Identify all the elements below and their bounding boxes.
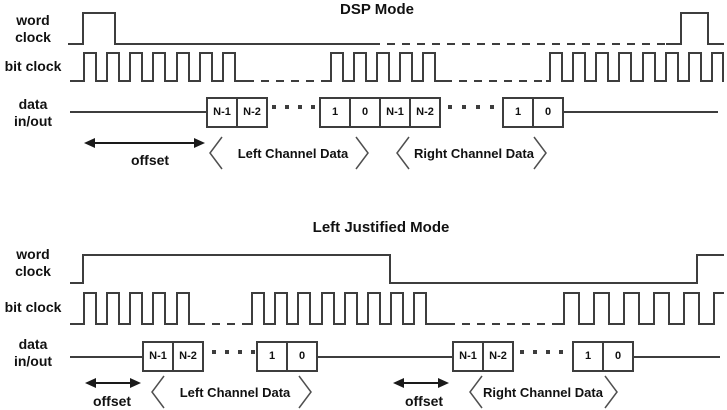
- lj-ellipsis-dot: [559, 350, 563, 354]
- lj-data-bit-box: 0: [298, 350, 306, 362]
- lj-bit-clock-label: bit clock: [2, 299, 64, 316]
- dsp-data-bit-box: N-2: [243, 106, 261, 118]
- dsp-offset-label: offset: [130, 152, 170, 168]
- lj-ellipsis-dot: [225, 350, 229, 354]
- dsp-word-clock-label-line2: clock: [15, 29, 51, 45]
- dsp-mode-title: DSP Mode: [340, 1, 414, 18]
- dsp-word-clock-label-line1: word: [16, 12, 50, 28]
- dsp-ellipsis-dot: [272, 105, 276, 109]
- lj-bit-clock-wave: [70, 292, 197, 325]
- lj-ellipsis-dot: [238, 350, 242, 354]
- dsp-ellipsis-dot: [298, 105, 302, 109]
- lj-data-bit-box: N-1: [149, 350, 167, 362]
- lj-channel-bracket-left: [151, 375, 165, 409]
- dsp-data-label-line2: in/out: [13, 113, 53, 129]
- dsp-ellipsis-dot: [311, 105, 315, 109]
- dsp-data-bit-box: N-1: [213, 106, 231, 118]
- lj-bit-clock-wave2: [249, 292, 447, 325]
- dsp-bit-clock-wave2: [327, 52, 444, 82]
- lj-ellipsis-dot: [533, 350, 537, 354]
- lj-channel-bracket-right: [604, 375, 618, 409]
- dsp-left-channel-label: Left Channel Data: [237, 146, 349, 161]
- lj-left-channel-label: Left Channel Data: [179, 385, 291, 400]
- lj-right-channel-label: Right Channel Data: [483, 385, 603, 400]
- dsp-ellipsis-dot: [490, 105, 494, 109]
- lj-data-bit-box: N-2: [179, 350, 197, 362]
- dsp-data-bit-box-outline: [236, 97, 268, 128]
- dsp-channel-bracket-right: [355, 136, 369, 170]
- dsp-bit-clock-wave3: [546, 52, 724, 82]
- lj-data-bit-box-outline: [286, 341, 318, 372]
- lj-offset-arrowhead-left: [393, 378, 404, 388]
- dsp-data-bit-box: N-2: [416, 106, 434, 118]
- dsp-bit-clock-label-text: bit clock: [4, 58, 62, 74]
- dsp-ellipsis-dot: [476, 105, 480, 109]
- lj-ellipsis-dot: [520, 350, 524, 354]
- dsp-data-bit-box: N-1: [386, 106, 404, 118]
- lj-bit-clock-label-text: bit clock: [4, 299, 62, 315]
- lj-data-label-line1: data: [18, 336, 48, 352]
- dsp-channel-bracket-left: [396, 136, 410, 170]
- dsp-word-clock-wave: [68, 12, 372, 45]
- left-justified-mode-title: Left Justified Mode: [312, 219, 450, 236]
- lj-ellipsis-dot: [251, 350, 255, 354]
- dsp-data-inout-label: data in/out: [2, 96, 64, 130]
- lj-channel-bracket-left: [469, 375, 483, 409]
- lj-data-bit-box: N-2: [489, 350, 507, 362]
- dsp-word-clock-wave-end: [666, 12, 724, 45]
- dsp-data-label-line1: data: [18, 96, 48, 112]
- dsp-channel-bracket-left: [209, 136, 223, 170]
- lj-data-bit-box-outline: [482, 341, 514, 372]
- lj-offset-label-left: offset: [92, 393, 132, 409]
- lj-word-clock-label-line2: clock: [15, 263, 51, 279]
- dsp-ellipsis-dot: [448, 105, 452, 109]
- lj-data-bit-box-outline: [602, 341, 634, 372]
- lj-offset-arrowhead-right: [130, 378, 141, 388]
- lj-word-clock-label-line1: word: [16, 246, 50, 262]
- lj-data-bit-box: 0: [614, 350, 622, 362]
- lj-offset-label-right: offset: [404, 393, 444, 409]
- dsp-offset-arrowhead-right: [194, 138, 205, 148]
- dsp-data-bit-box: 0: [361, 106, 369, 118]
- lj-data-inout-label: data in/out: [2, 336, 64, 370]
- dsp-data-bit-box-outline: [409, 97, 441, 128]
- lj-data-bit-box: 1: [584, 350, 592, 362]
- dsp-offset-arrowhead-left: [84, 138, 95, 148]
- dsp-ellipsis-dot: [462, 105, 466, 109]
- lj-offset-arrowhead-left: [85, 378, 96, 388]
- lj-ellipsis-dot: [212, 350, 216, 354]
- dsp-data-bit-box: 1: [331, 106, 339, 118]
- dsp-channel-bracket-right: [533, 136, 547, 170]
- lj-word-clock-wave: [70, 254, 724, 284]
- lj-word-clock-label: word clock: [2, 246, 64, 280]
- lj-offset-arrowhead-right: [438, 378, 449, 388]
- lj-data-bit-box-outline: [172, 341, 204, 372]
- dsp-ellipsis-dot: [285, 105, 289, 109]
- dsp-data-bit-box: 0: [544, 106, 552, 118]
- lj-bit-clock-wave3: [560, 292, 724, 325]
- lj-data-bit-box: N-1: [459, 350, 477, 362]
- lj-data-bit-box: 1: [268, 350, 276, 362]
- lj-data-label-line2: in/out: [13, 353, 53, 369]
- lj-channel-bracket-right: [298, 375, 312, 409]
- dsp-data-bit-box: 1: [514, 106, 522, 118]
- dsp-bit-clock-wave: [70, 52, 246, 82]
- dsp-word-clock-label: word clock: [2, 12, 64, 46]
- dsp-bit-clock-label: bit clock: [2, 58, 64, 75]
- dsp-right-channel-label: Right Channel Data: [414, 146, 534, 161]
- dsp-data-bit-box-outline: [532, 97, 564, 128]
- lj-ellipsis-dot: [546, 350, 550, 354]
